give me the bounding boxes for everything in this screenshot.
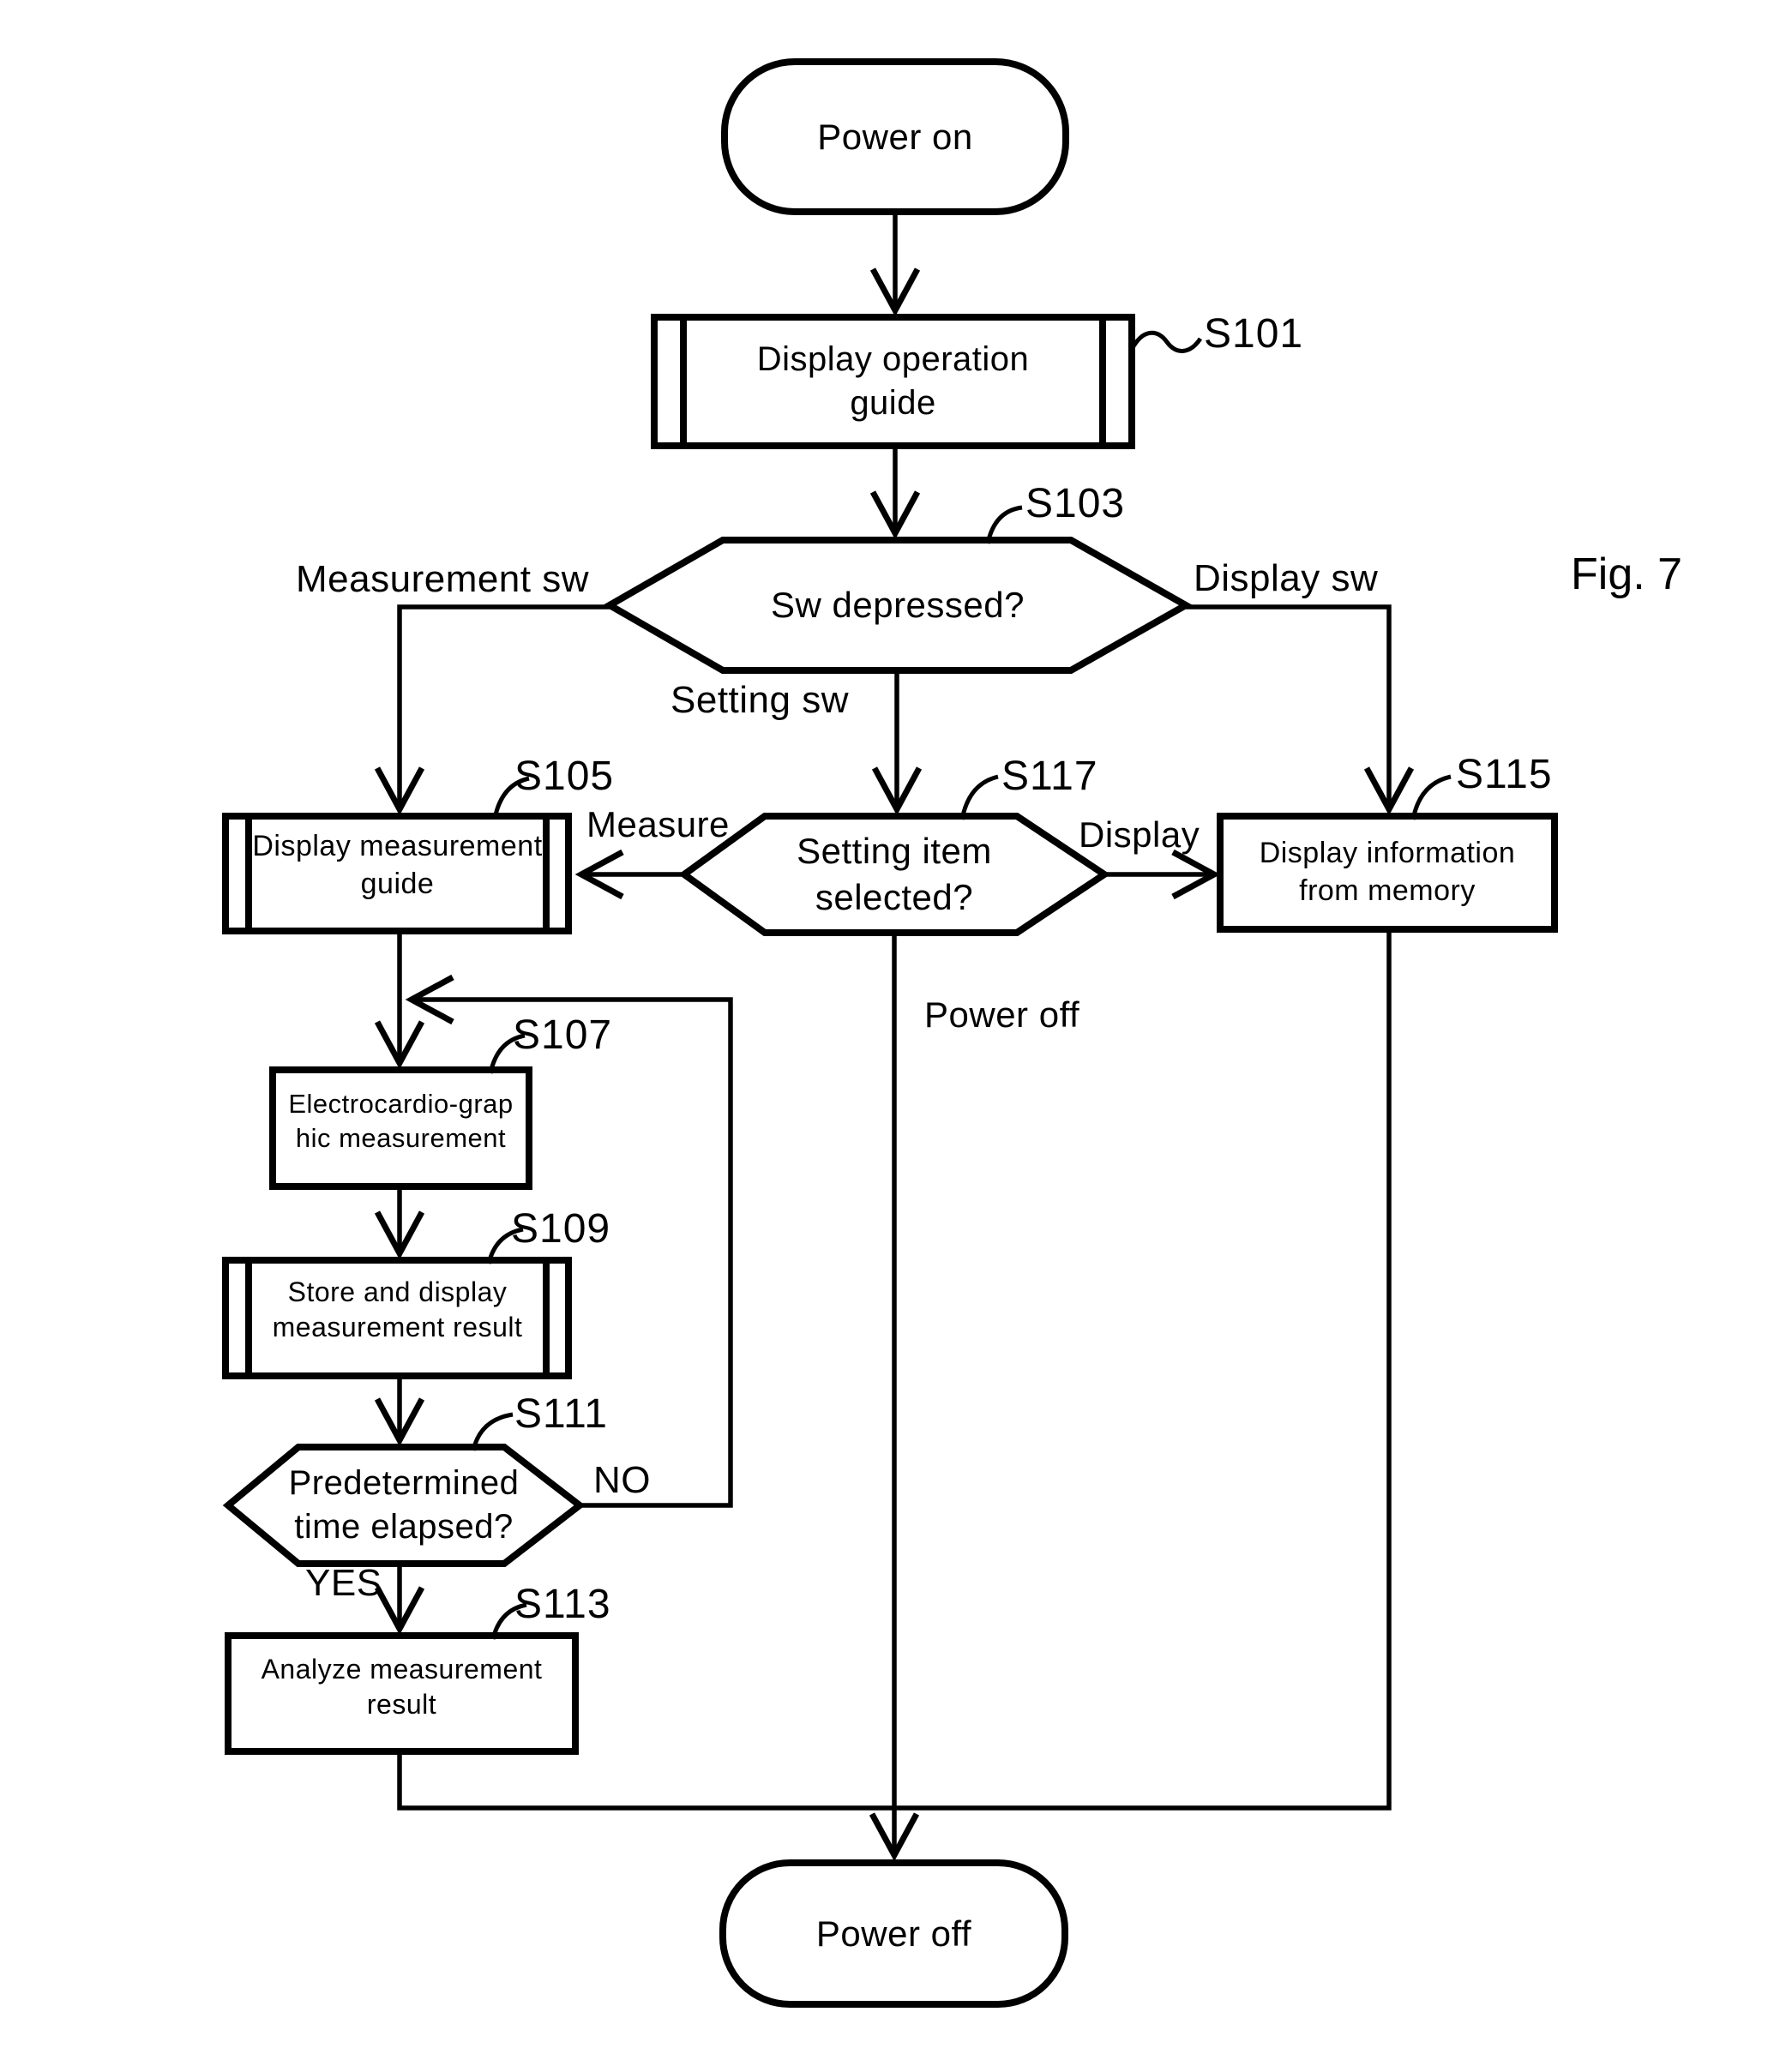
branch-label-setting-sw: Setting sw — [670, 679, 849, 721]
s117-decision-shape — [678, 813, 1111, 936]
step-label-s117: S117 — [1001, 754, 1098, 799]
power-off-label: Power off — [723, 1863, 1065, 2004]
step-label-s107: S107 — [513, 1012, 613, 1058]
s107-label: Electrocardio-grap hic measurement — [273, 1070, 529, 1173]
s111-label: Predetermined time elapsed? — [228, 1447, 580, 1564]
step-label-s113: S113 — [514, 1582, 611, 1627]
s107-box — [269, 1066, 532, 1190]
step-label-s101: S101 — [1204, 311, 1304, 357]
node-text: Predetermined — [288, 1463, 520, 1502]
node-text: Setting item — [797, 831, 992, 872]
branch-label-yes: YES — [305, 1562, 382, 1604]
edge-s103-s115-display — [1186, 604, 1415, 816]
step-label-s111: S111 — [514, 1391, 608, 1437]
node-text: selected? — [815, 877, 974, 917]
edge-s111-no-loop — [405, 974, 733, 1508]
s117-label: Setting item selected? — [684, 816, 1104, 933]
node-text: Analyze measurement — [261, 1654, 543, 1685]
node-text: result — [366, 1689, 437, 1720]
edge-s103-s105-measurement — [374, 604, 610, 816]
node-text: guide — [360, 868, 435, 900]
flow-connectors — [374, 212, 1415, 1862]
node-text: Power off — [815, 1913, 972, 1954]
node-text: Electrocardio-grap — [288, 1089, 514, 1120]
s115-box — [1217, 813, 1558, 933]
step-label-s115: S115 — [1456, 752, 1553, 797]
figure-caption: Fig. 7 — [1571, 550, 1683, 599]
edge-join-bottom — [397, 929, 1392, 1811]
s103-decision-shape — [602, 537, 1194, 674]
step-label-s109: S109 — [511, 1206, 611, 1252]
branch-label-display-sw: Display sw — [1194, 557, 1379, 599]
s101-box — [651, 314, 1135, 449]
leader-s105 — [492, 776, 530, 820]
s109-label: Store and display measurement result — [249, 1258, 546, 1361]
node-text: guide — [850, 384, 936, 422]
node-text: Store and display — [287, 1276, 508, 1308]
node-text: Display operation — [756, 339, 1030, 378]
s101-label: Display operation guide — [683, 317, 1103, 446]
s113-label: Analyze measurement result — [228, 1636, 575, 1739]
node-text: Power on — [817, 116, 973, 157]
power-off-terminal-shape — [719, 1859, 1068, 2008]
s111-decision-shape — [222, 1444, 586, 1567]
flow-shapes — [222, 58, 1558, 2008]
branch-label-power-off: Power off — [924, 994, 1080, 1035]
node-text: from memory — [1299, 874, 1476, 907]
step-label-s105: S105 — [514, 754, 615, 799]
s115-label: Display information from memory — [1220, 816, 1554, 929]
step-label-s103: S103 — [1025, 481, 1126, 526]
node-text: measurement result — [272, 1312, 523, 1342]
step-leaders — [471, 330, 1452, 1640]
branch-label-display: Display — [1079, 814, 1200, 855]
s103-label: Sw depressed? — [610, 540, 1186, 670]
s105-label: Display measurement guide — [249, 814, 546, 917]
power-on-terminal-shape — [721, 58, 1069, 215]
node-text: Display measurement — [252, 830, 543, 863]
node-text: hic measurement — [295, 1123, 507, 1153]
branch-label-measurement-sw: Measurement sw — [296, 558, 590, 600]
node-text: time elapsed? — [294, 1508, 514, 1546]
node-text: Sw depressed? — [770, 585, 1025, 626]
power-on-label: Power on — [725, 62, 1066, 212]
s113-box — [225, 1632, 579, 1755]
branch-label-no: NO — [593, 1459, 651, 1501]
leader-s101 — [1131, 330, 1203, 353]
s109-box — [222, 1257, 572, 1379]
s105-box — [222, 813, 572, 934]
node-text: Display information — [1259, 837, 1516, 870]
branch-label-measure: Measure — [586, 804, 730, 844]
